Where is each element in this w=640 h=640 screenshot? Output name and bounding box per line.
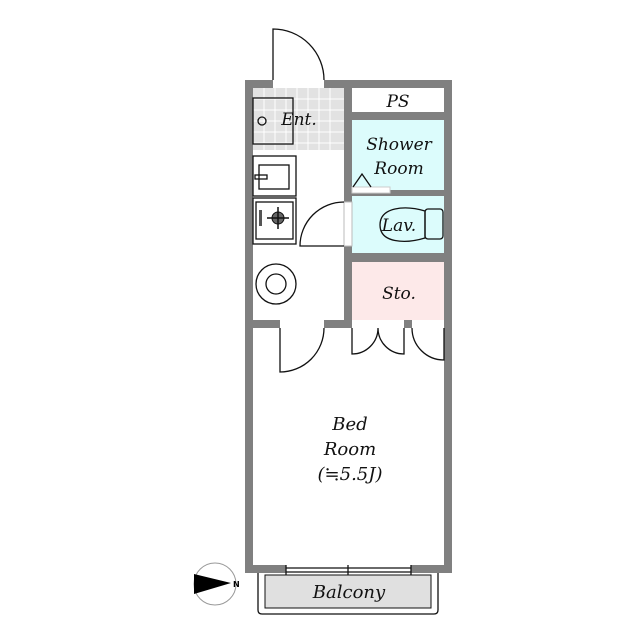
- bedroom-door[interactable]: [279, 320, 325, 373]
- lavatory-door[interactable]: [299, 201, 353, 247]
- storage-label: Sto.: [382, 284, 416, 304]
- ps-area: [352, 88, 444, 112]
- bedroom-label-line2: Room: [323, 439, 376, 460]
- entry-door[interactable]: [272, 28, 325, 88]
- bedroom-label-line1: Bed: [331, 414, 367, 435]
- balcony-label: Balcony: [312, 582, 386, 603]
- stove-icon: [252, 197, 297, 245]
- shoe-cabinet-knob: [257, 116, 267, 126]
- shower-drain-icon: [352, 172, 372, 188]
- bedroom-size-label: (≒5.5J): [318, 464, 383, 485]
- balcony: [257, 573, 439, 615]
- ps-label: PS: [385, 92, 409, 112]
- washing-machine-icon: [255, 263, 297, 305]
- shower-room-label-line1: Shower: [366, 135, 432, 155]
- toilet-icon: [379, 207, 444, 242]
- shower-door[interactable]: [351, 186, 391, 194]
- storage-double-door[interactable]: [351, 320, 405, 355]
- kitchen-sink: [252, 155, 297, 197]
- lavatory-label: Lav.: [381, 216, 416, 236]
- shoe-cabinet: [252, 97, 294, 145]
- compass-north-label: N: [233, 580, 240, 589]
- compass-icon: N: [193, 562, 240, 606]
- lavatory: [352, 196, 444, 253]
- shower-room: [352, 120, 444, 190]
- shower-room-label-line2: Room: [373, 159, 423, 179]
- balcony-window[interactable]: [285, 565, 412, 577]
- entrance-label: Ent.: [280, 110, 317, 130]
- storage: [352, 262, 444, 320]
- closet-door[interactable]: [411, 320, 445, 361]
